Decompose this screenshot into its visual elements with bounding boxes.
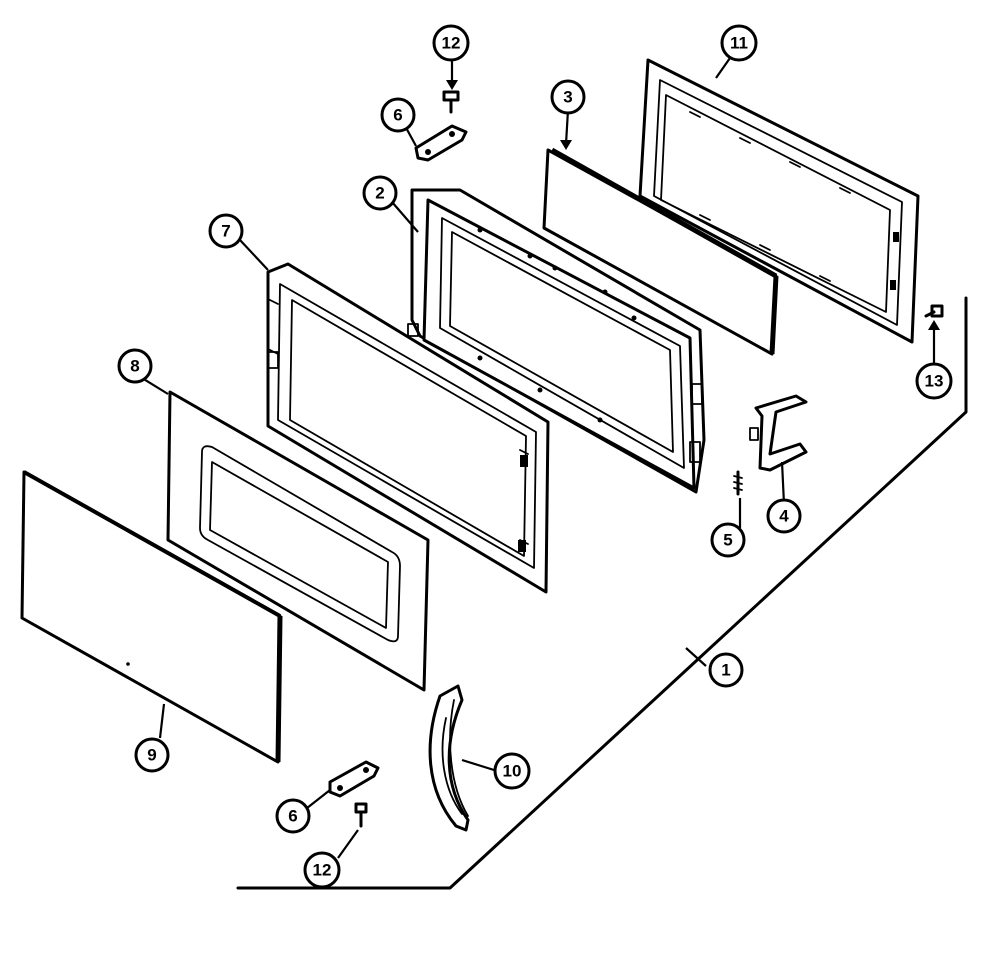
part-11-rear-frame	[638, 58, 920, 344]
svg-text:8: 8	[130, 357, 139, 376]
leader-lines	[141, 57, 940, 859]
svg-text:1: 1	[721, 661, 730, 680]
svg-text:6: 6	[393, 106, 402, 125]
part-7-door-frame	[266, 262, 550, 594]
callout-8: 8	[117, 348, 153, 384]
svg-text:3: 3	[563, 88, 572, 107]
callout-4: 4	[766, 498, 802, 534]
callout-3: 3	[550, 79, 586, 115]
callout-7: 7	[208, 213, 244, 249]
callout-12-bottom: 12	[303, 851, 341, 889]
callout-9: 9	[134, 737, 170, 773]
part-9-outer-door-panel	[20, 470, 283, 764]
part-12-screw-top	[442, 90, 460, 114]
part-4-latch-bracket	[749, 394, 808, 472]
part-6-hinge-bottom	[328, 760, 380, 798]
callout-1: 1	[708, 652, 744, 688]
svg-text:4: 4	[779, 507, 789, 526]
svg-text:11: 11	[730, 34, 748, 53]
callout-5: 5	[710, 522, 746, 558]
callout-11: 11	[720, 24, 758, 62]
part-12-screw-bottom	[354, 802, 368, 828]
svg-text:12: 12	[442, 34, 461, 53]
callout-2: 2	[362, 175, 398, 211]
part-6-hinge-top	[414, 124, 468, 162]
part-2-inner-door-frame	[407, 188, 706, 494]
svg-text:9: 9	[147, 746, 156, 765]
svg-text:12: 12	[313, 861, 332, 880]
part-10-door-handle	[428, 684, 470, 832]
callout-6-bottom: 6	[275, 798, 311, 834]
svg-text:13: 13	[925, 372, 944, 391]
svg-text:10: 10	[503, 762, 522, 781]
svg-text:7: 7	[221, 222, 230, 241]
callout-12-top: 12	[432, 24, 470, 62]
callout-13: 13	[915, 362, 953, 400]
part-1-oven-body-outline	[236, 296, 968, 890]
part-13-screw	[924, 304, 944, 318]
svg-text:5: 5	[723, 531, 732, 550]
part-8-door-liner	[166, 390, 430, 692]
callout-10: 10	[493, 752, 531, 790]
svg-text:2: 2	[375, 184, 384, 203]
part-3-glass-panel	[542, 147, 779, 356]
svg-text:6: 6	[288, 807, 297, 826]
part-5-latch-spring	[733, 470, 743, 496]
callout-6-top: 6	[380, 97, 416, 133]
